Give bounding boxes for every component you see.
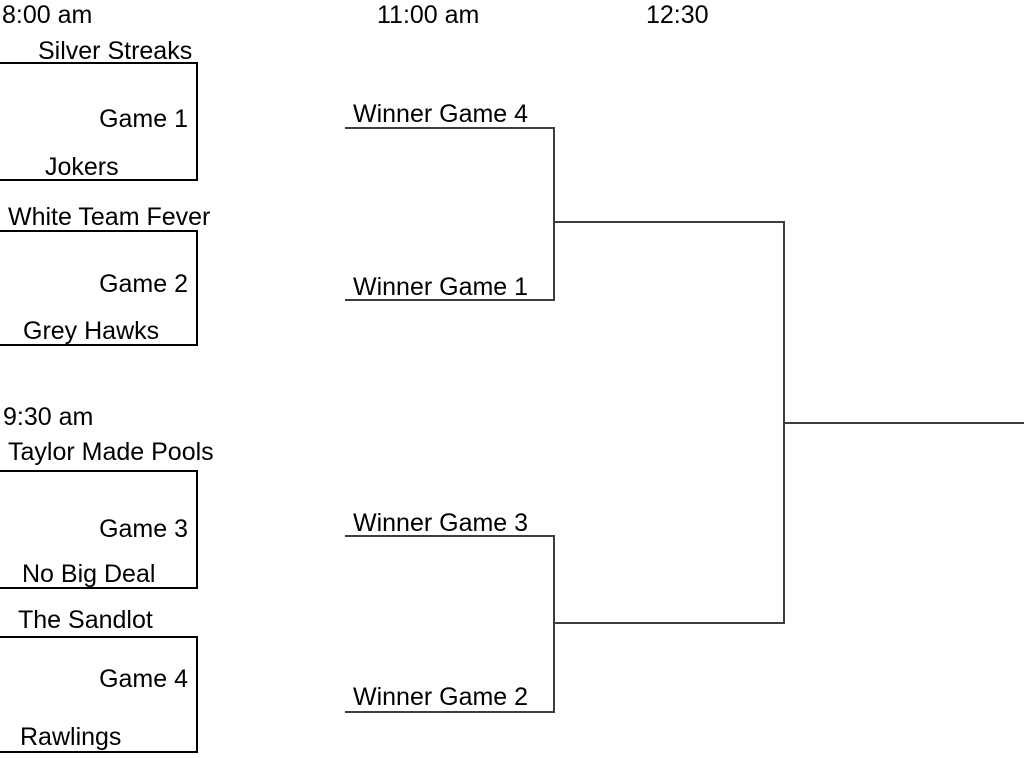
semifinal2-advance-line <box>553 622 785 624</box>
game2-top-team: White Team Fever <box>8 203 211 231</box>
semifinal-slot-winner-game3: Winner Game 3 <box>353 509 529 537</box>
game1-bottom-team: Jokers <box>45 153 119 181</box>
game3-top-line <box>0 470 198 472</box>
time-label-semifinal: 11:00 am <box>377 1 480 29</box>
champion-line <box>783 422 1024 424</box>
game1-right-line <box>196 62 198 181</box>
game1-bottom-line <box>0 179 198 181</box>
game1-top-team: Silver Streaks <box>38 37 193 65</box>
game3-bottom-team: No Big Deal <box>22 560 156 588</box>
game1-top-line <box>0 62 198 64</box>
game2-right-line <box>196 230 198 346</box>
game2-bottom-line <box>0 344 198 346</box>
game3-top-team: Taylor Made Pools <box>8 438 214 466</box>
game4-bottom-line <box>0 751 198 753</box>
game1-label: Game 1 <box>99 105 188 133</box>
game3-right-line <box>196 470 198 589</box>
semifinal1-vertical-connector <box>553 127 555 301</box>
game2-label: Game 2 <box>99 270 188 298</box>
time-label-round1-early: 8:00 am <box>2 1 93 29</box>
game2-top-line <box>0 230 198 232</box>
time-label-final: 12:30 <box>646 1 709 29</box>
semifinal-slot-winner-game3-line <box>345 535 555 537</box>
semifinal-slot-winner-game2: Winner Game 2 <box>353 683 529 711</box>
semifinal-slot-winner-game4: Winner Game 4 <box>353 100 529 128</box>
semifinal-slot-winner-game4-line <box>345 127 555 129</box>
game4-bottom-team: Rawlings <box>20 723 122 751</box>
game4-right-line <box>196 636 198 753</box>
game3-bottom-line <box>0 587 198 589</box>
game2-bottom-team: Grey Hawks <box>23 317 160 345</box>
game4-top-team: The Sandlot <box>18 606 153 634</box>
semifinal1-advance-line <box>553 221 785 223</box>
semifinal-slot-winner-game1-line <box>345 299 555 301</box>
semifinal-slot-winner-game2-line <box>345 711 555 713</box>
time-label-round1-late: 9:30 am <box>3 403 94 431</box>
game3-label: Game 3 <box>99 515 188 543</box>
semifinal-slot-winner-game1: Winner Game 1 <box>353 273 529 301</box>
game4-top-line <box>0 636 198 638</box>
semifinal2-vertical-connector <box>553 535 555 713</box>
game4-label: Game 4 <box>99 665 188 693</box>
